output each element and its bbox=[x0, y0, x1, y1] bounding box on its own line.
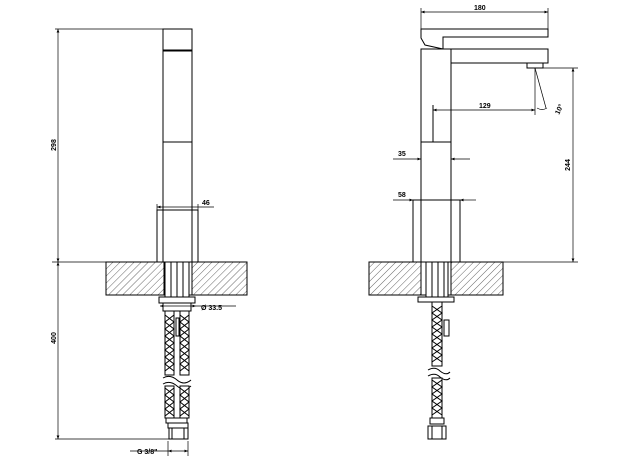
front-body bbox=[162, 50, 193, 211]
front-spout-head bbox=[162, 28, 193, 52]
side-spout-reach-label: 129 bbox=[479, 103, 491, 110]
side-counter-right bbox=[450, 261, 504, 296]
front-hose-diameter-label: Ø 33.5 bbox=[201, 305, 222, 312]
side-body bbox=[420, 48, 452, 211]
front-height-above-label: 298 bbox=[51, 139, 58, 151]
side-outlet-height-label: 244 bbox=[565, 159, 572, 171]
side-base-width-label: 58 bbox=[398, 192, 406, 199]
side-shank bbox=[425, 261, 449, 300]
front-height-below-label: 400 bbox=[51, 332, 58, 344]
front-counter-right bbox=[191, 261, 248, 296]
side-hose bbox=[427, 301, 451, 440]
front-base bbox=[156, 209, 199, 263]
front-base-width-label: 46 bbox=[202, 200, 210, 207]
side-view bbox=[368, 28, 549, 440]
front-counter-left bbox=[105, 261, 165, 296]
side-counter-left bbox=[368, 261, 422, 296]
side-outlet bbox=[526, 62, 544, 69]
front-view bbox=[105, 28, 248, 440]
side-overall-width-label: 180 bbox=[474, 5, 486, 12]
front-dimensions bbox=[52, 28, 236, 456]
side-body-width-label: 35 bbox=[398, 151, 406, 158]
side-lever bbox=[420, 28, 549, 50]
front-thread-label: G 3/8" bbox=[137, 449, 157, 456]
side-base bbox=[412, 199, 461, 263]
side-spout-angle-label: 10° bbox=[554, 103, 566, 116]
front-hoses bbox=[162, 310, 192, 440]
side-dimensions bbox=[393, 8, 578, 263]
front-nut bbox=[158, 296, 196, 304]
